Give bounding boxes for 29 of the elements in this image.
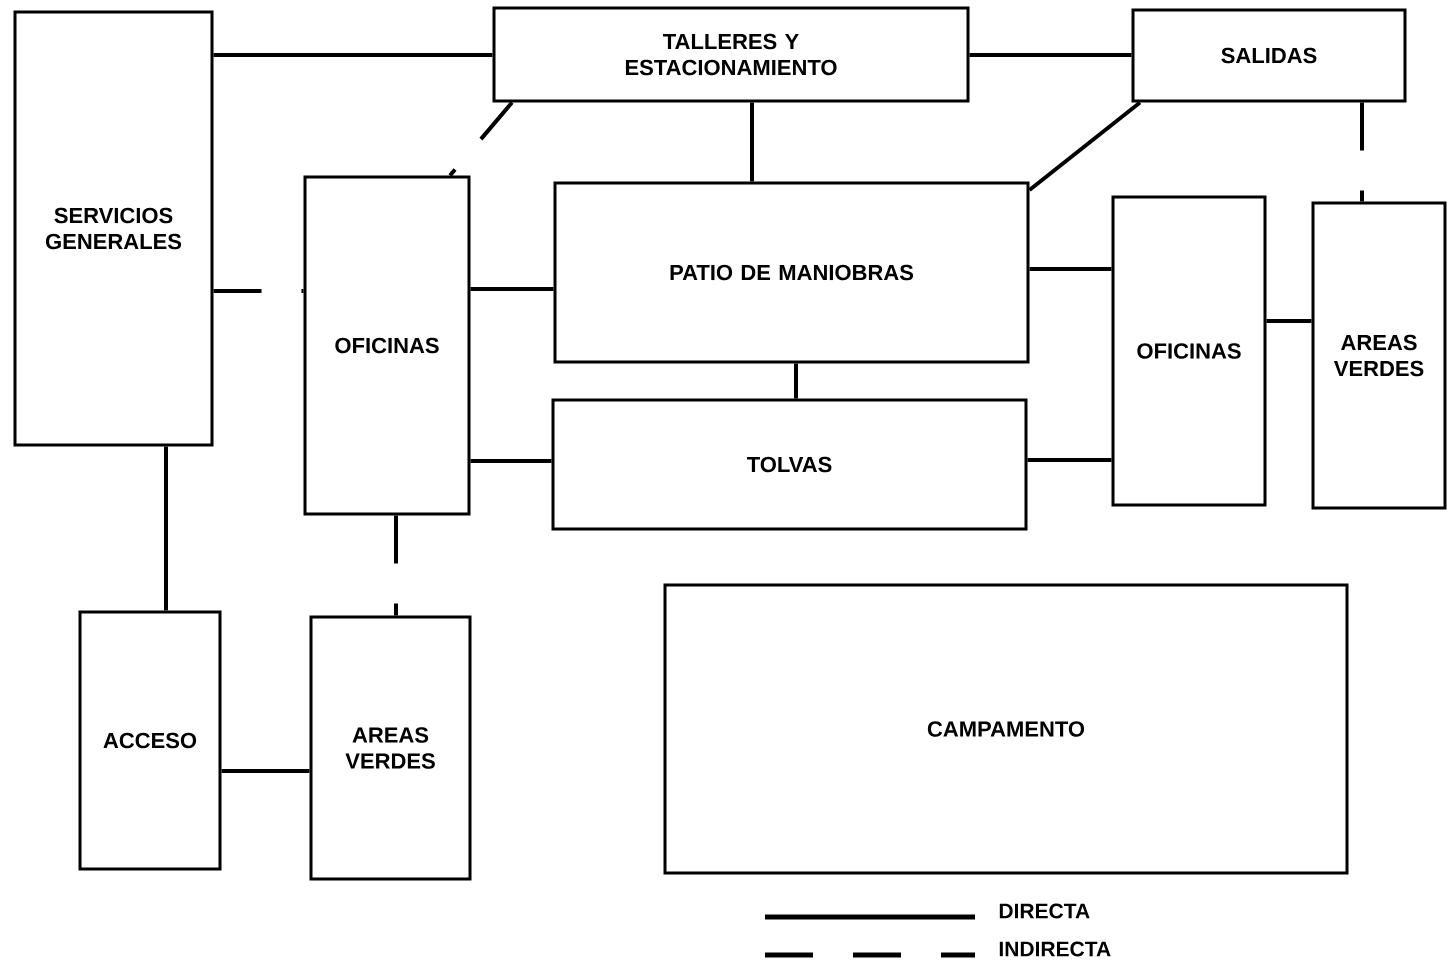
connector-line	[470, 287, 554, 291]
connector-line	[1266, 319, 1312, 323]
connector-line	[1028, 100, 1142, 192]
connector-line	[213, 53, 493, 57]
area-box: OFICINAS	[1111, 195, 1267, 507]
connector-line	[448, 101, 514, 177]
connector-line	[164, 446, 168, 611]
connector-line	[794, 363, 798, 399]
connector-line	[394, 515, 398, 616]
legend-label: DIRECTA	[999, 903, 1090, 919]
area-box: ACCESO	[78, 610, 222, 871]
area-box: AREAS VERDES	[309, 615, 472, 881]
area-box: SERVICIOS GENERALES	[13, 10, 214, 447]
connector-line	[1360, 102, 1364, 202]
connector-line	[470, 459, 552, 463]
area-box: TALLERES Y ESTACIONAMIENTO	[492, 6, 970, 103]
area-box: OFICINAS	[303, 175, 471, 516]
area-box: CAMPAMENTO	[663, 583, 1349, 875]
area-box: AREAS VERDES	[1311, 201, 1447, 510]
area-box: TOLVAS	[551, 398, 1028, 531]
connector-line	[221, 769, 310, 773]
connector-line	[1029, 267, 1112, 271]
legend-label: INDIRECTA	[999, 941, 1111, 957]
connector-line	[213, 289, 304, 293]
connector-line	[969, 53, 1132, 57]
area-box: SALIDAS	[1131, 8, 1407, 103]
area-box: PATIO DE MANIOBRAS	[553, 181, 1030, 364]
connector-line	[1027, 458, 1112, 462]
connector-line	[750, 102, 754, 182]
